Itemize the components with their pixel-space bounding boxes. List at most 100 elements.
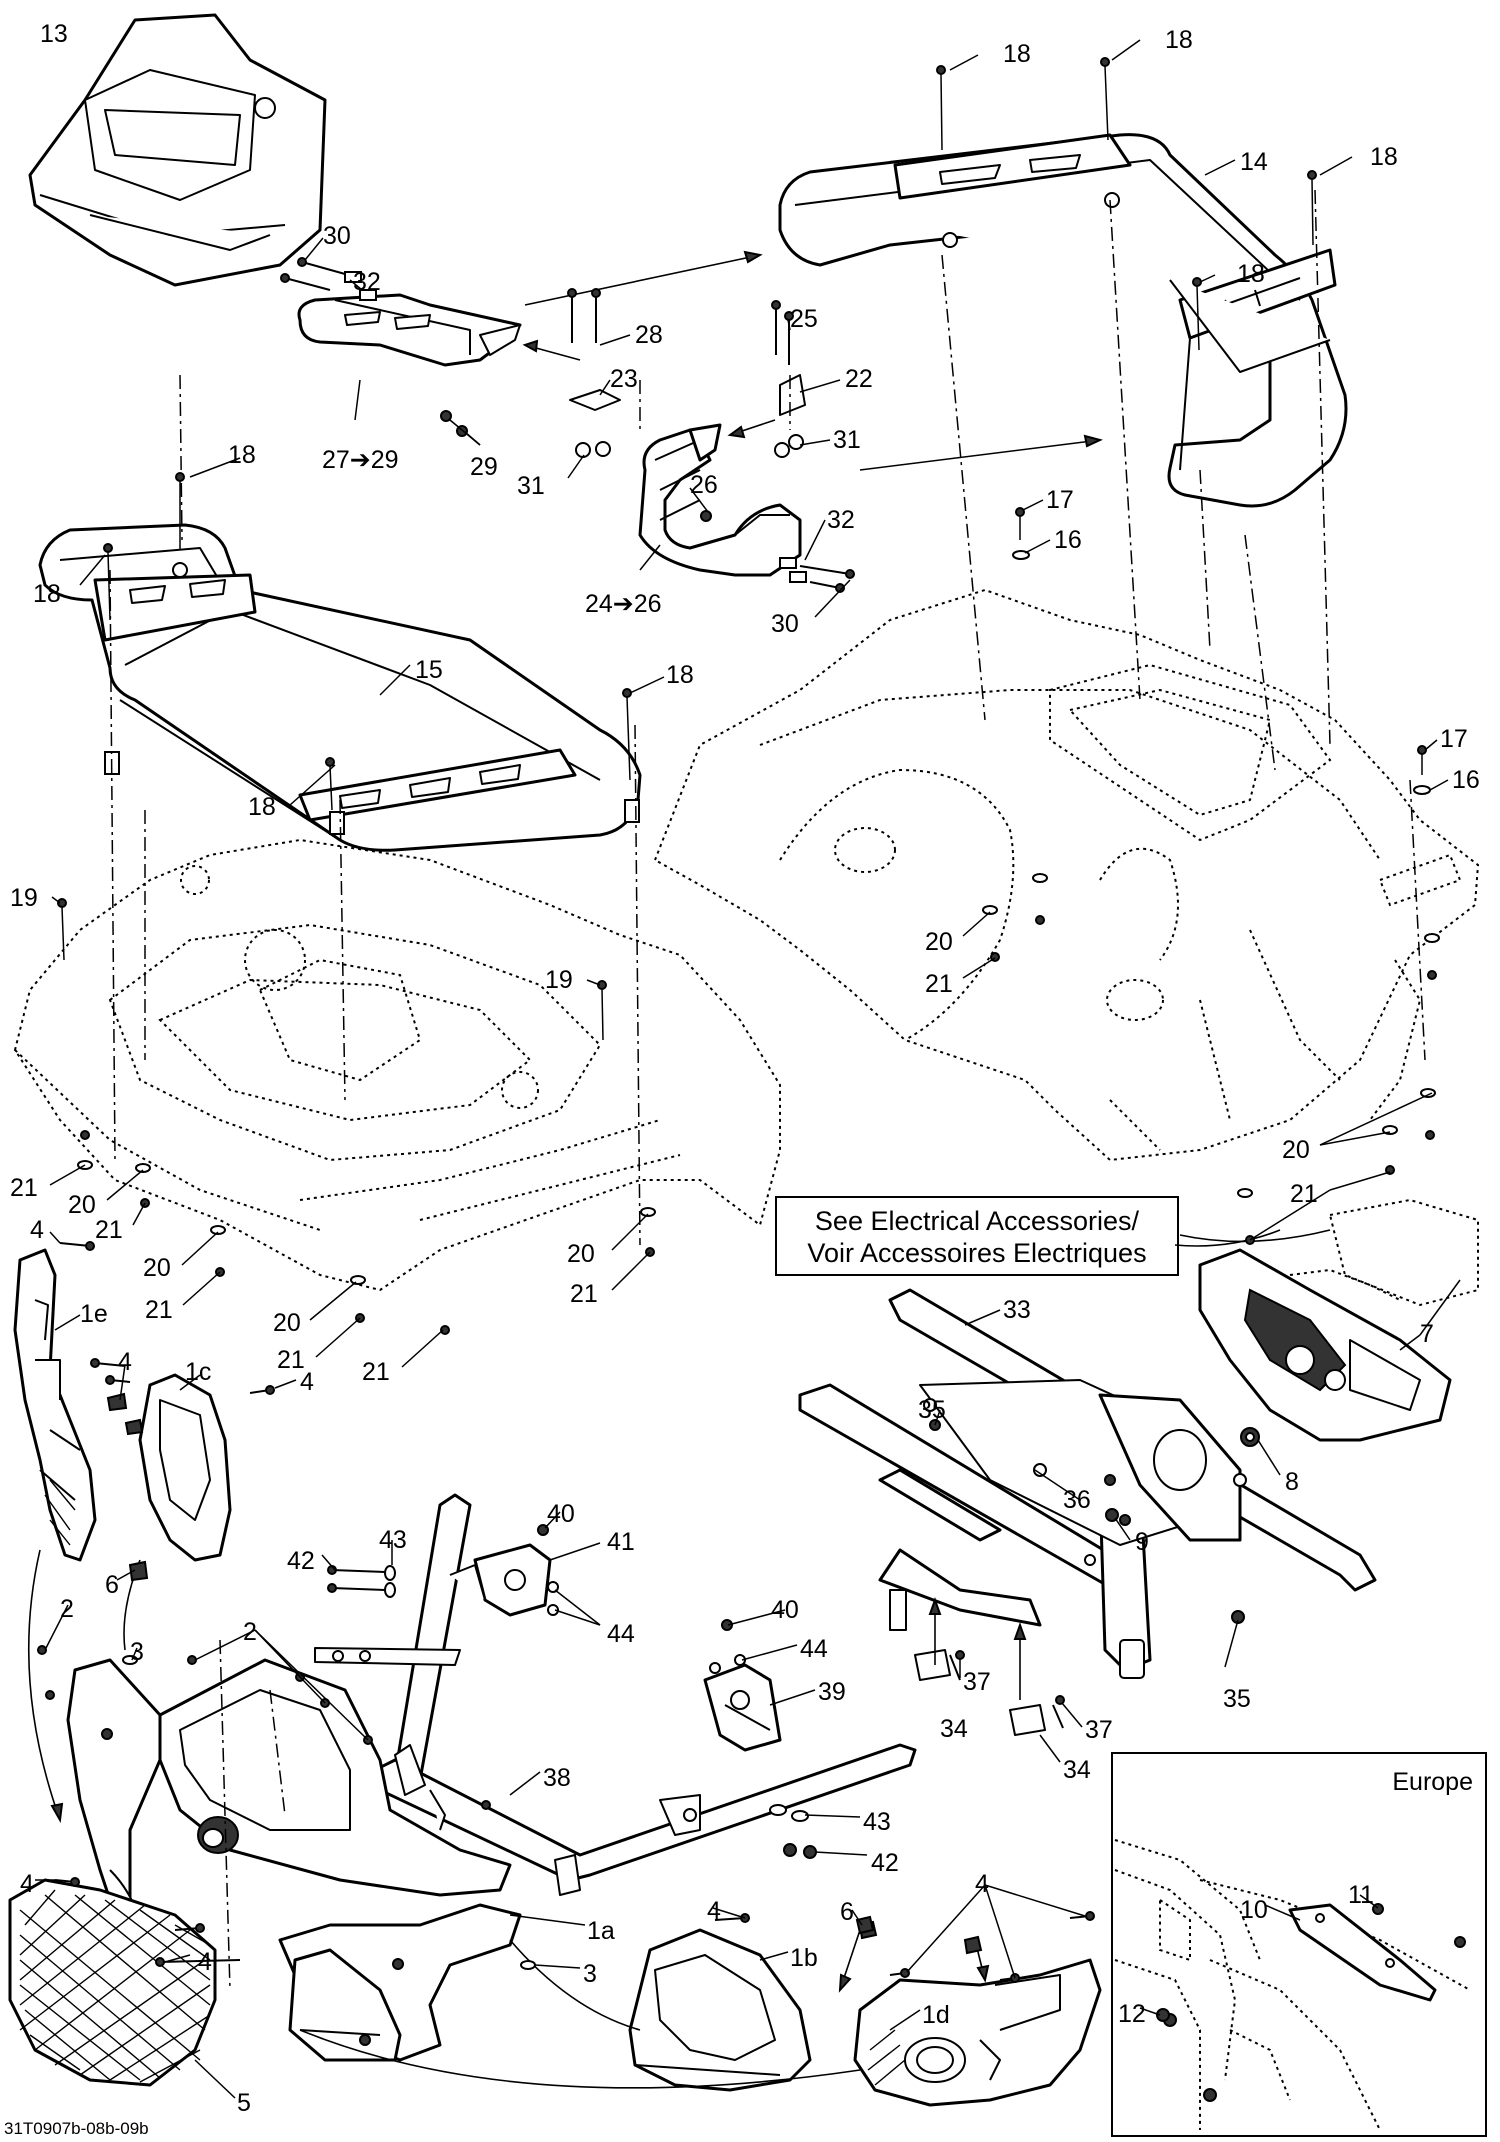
part-label-18f: 18 — [33, 580, 61, 608]
drawing-id: 31T0907b-08b-09b — [4, 2119, 149, 2138]
part-label-6b: 6 — [840, 1898, 854, 1926]
part-label-27to29: 27➔29 — [322, 446, 399, 474]
part-label-20c: 20 — [68, 1191, 96, 1219]
part-label-20e: 20 — [567, 1240, 595, 1268]
part-27-29-handle — [297, 293, 522, 367]
alignment-lines — [109, 189, 1426, 1991]
part-label-18e: 18 — [228, 441, 256, 469]
part-label-21f: 21 — [570, 1280, 598, 1308]
part-label-38: 38 — [543, 1764, 571, 1792]
part-label-35b: 35 — [1223, 1685, 1251, 1713]
part-label-18h: 18 — [248, 793, 276, 821]
part-39-bracket — [703, 1663, 782, 1752]
part-label-13: 13 — [40, 20, 68, 48]
part-33-rear-frame — [798, 1288, 1377, 1679]
part-label-22: 22 — [845, 365, 873, 393]
part-label-1d: 1d — [922, 2001, 950, 2029]
part-label-42a: 42 — [287, 1547, 315, 1575]
part-label-43b: 43 — [863, 1808, 891, 1836]
electrical-ref-line2: Voir Accessoires Electriques — [807, 1238, 1146, 1268]
part-label-35a: 35 — [918, 1396, 946, 1424]
part-label-2b: 2 — [243, 1618, 257, 1646]
part-label-16a: 16 — [1054, 526, 1082, 554]
part-label-32a: 32 — [353, 268, 381, 296]
part-label-4c: 4 — [300, 1368, 314, 1396]
part-label-4d: 4 — [20, 1870, 34, 1898]
part-label-18b: 18 — [1165, 26, 1193, 54]
part-14-rear-rack — [778, 133, 1348, 508]
part-1d-side-duct — [853, 1958, 1102, 2107]
part-label-31a: 31 — [517, 472, 545, 500]
part-label-40a: 40 — [547, 1500, 575, 1528]
part-label-5: 5 — [237, 2089, 251, 2117]
part-label-41: 41 — [607, 1528, 635, 1556]
part-label-25: 25 — [790, 305, 818, 333]
part-1b-side-duct — [628, 1928, 812, 2092]
part-label-18g: 18 — [666, 661, 694, 689]
part-label-3b: 3 — [583, 1960, 597, 1988]
part-label-17a: 17 — [1046, 486, 1074, 514]
part-label-33: 33 — [1003, 1296, 1031, 1324]
part-label-40b: 40 — [771, 1596, 799, 1624]
part-label-14: 14 — [1240, 148, 1268, 176]
part-label-11: 11 — [1348, 1881, 1374, 1909]
electrical-ref-line1: See Electrical Accessories/ — [815, 1206, 1140, 1236]
part-label-20b: 20 — [1282, 1136, 1310, 1164]
part-label-1e: 1e — [80, 1300, 108, 1328]
part-label-15: 15 — [415, 656, 443, 684]
part-label-4g: 4 — [198, 1948, 212, 1976]
part-label-44b: 44 — [800, 1635, 828, 1663]
part-label-28: 28 — [635, 321, 663, 349]
part-label-21h: 21 — [362, 1358, 390, 1386]
part-label-4e: 4 — [975, 1870, 989, 1898]
leader-lines — [35, 39, 1461, 2099]
part-1e-side-panel — [13, 1248, 97, 1562]
front-fender-body — [13, 838, 781, 1292]
part-label-23: 23 — [610, 365, 638, 393]
part-label-10: 10 — [1240, 1896, 1268, 1924]
part-15-front-rack — [38, 523, 642, 852]
europe-inset: Europe — [1111, 1752, 1487, 2137]
part-label-19b: 19 — [545, 966, 573, 994]
part-label-36: 36 — [1063, 1486, 1091, 1514]
part-label-4f: 4 — [707, 1897, 721, 1925]
part-1a-front-fascia — [66, 1658, 522, 2062]
part-13-storage-cover — [28, 13, 327, 287]
part-7-tail-light — [1198, 1198, 1479, 1442]
part-label-8: 8 — [1285, 1468, 1299, 1496]
part-label-1c: 1c — [185, 1358, 211, 1386]
part-label-42b: 42 — [871, 1849, 899, 1877]
part-34-clips — [914, 1649, 1046, 1736]
assembly-arrows — [27, 250, 1281, 2089]
part-label-29: 29 — [470, 453, 498, 481]
part-label-12: 12 — [1118, 2000, 1146, 2028]
bracket-22-23 — [569, 374, 806, 416]
part-label-21g: 21 — [277, 1346, 305, 1374]
part-label-37b: 37 — [1085, 1716, 1113, 1744]
part-label-37a: 37 — [963, 1668, 991, 1696]
part-label-17b: 17 — [1440, 725, 1468, 753]
part-label-26: 26 — [690, 471, 718, 499]
part-label-7: 7 — [1420, 1320, 1434, 1348]
electrical-callout: See Electrical Accessories/ Voir Accesso… — [775, 1196, 1331, 1276]
part-label-4a: 4 — [30, 1216, 44, 1244]
part-label-30b: 30 — [771, 610, 799, 638]
part-label-21c: 21 — [1290, 1180, 1318, 1208]
part-label-20a: 20 — [925, 928, 953, 956]
part-label-4b: 4 — [118, 1348, 132, 1376]
part-label-16b: 16 — [1452, 766, 1480, 794]
part-24-26-handle — [638, 423, 802, 577]
part-label-1b: 1b — [790, 1944, 818, 1972]
part-label-44a: 44 — [607, 1620, 635, 1648]
part-label-18c: 18 — [1370, 143, 1398, 171]
part-label-18a: 18 — [1003, 40, 1031, 68]
rear-fender-body — [653, 588, 1480, 1162]
part-label-30a: 30 — [323, 222, 351, 250]
part-label-18d: 18 — [1237, 260, 1265, 288]
europe-label: Europe — [1392, 1768, 1473, 1796]
part-label-21a: 21 — [925, 970, 953, 998]
part-label-3a: 3 — [130, 1638, 144, 1666]
part-label-2a: 2 — [60, 1595, 74, 1623]
